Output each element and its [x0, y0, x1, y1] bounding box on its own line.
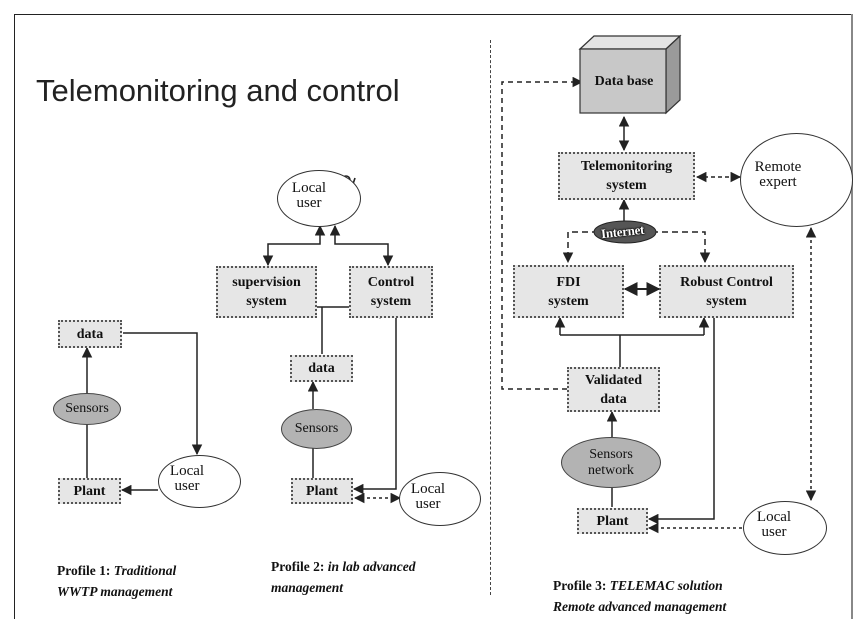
p3-internet-to-robust-arrow	[652, 231, 711, 264]
internet-cloud	[593, 220, 657, 244]
p3-local-user-node	[743, 501, 827, 555]
p2-local-user-node	[399, 472, 481, 526]
p1-local-user-node	[158, 455, 241, 508]
p2-local-user-top-node	[277, 170, 361, 227]
p1-data-box: data	[58, 320, 122, 348]
p2-control-to-plant-arrow	[352, 318, 397, 495]
p2-plant-box: Plant	[291, 478, 353, 504]
p3-database-label: Data base	[594, 74, 654, 89]
p1-sensors-ellipse: Sensors	[53, 393, 121, 425]
p3-caption: Profile 3: TELEMAC solution Remote advan…	[553, 578, 727, 614]
slide-title: Telemonitoring and control	[36, 73, 400, 108]
profile-divider	[490, 40, 491, 595]
p2-user-to-supervision-arrow	[262, 224, 326, 267]
database-cube	[578, 34, 682, 115]
p3-robust-to-plant-arrow	[647, 318, 715, 525]
p3-internet-to-fdi-arrow	[562, 231, 598, 264]
p2-sensors-ellipse: Sensors	[281, 409, 352, 449]
p2-data-box: data	[290, 355, 353, 382]
p3-plant-box: Plant	[577, 508, 648, 534]
p1-caption: Profile 1: Traditional WWTP management	[57, 563, 177, 599]
p3-remote-expert-node	[740, 133, 853, 227]
p3-validated-to-database-arrow	[501, 76, 584, 390]
slide-frame	[14, 14, 853, 619]
p1-data-to-localuser-arrow	[123, 332, 203, 456]
p1-plant-box: Plant	[58, 478, 121, 504]
p2-user-to-control-arrow	[329, 224, 394, 267]
p2-caption: Profile 2: in lab advanced management	[271, 559, 416, 595]
slide-frame-right-edge	[851, 14, 853, 619]
